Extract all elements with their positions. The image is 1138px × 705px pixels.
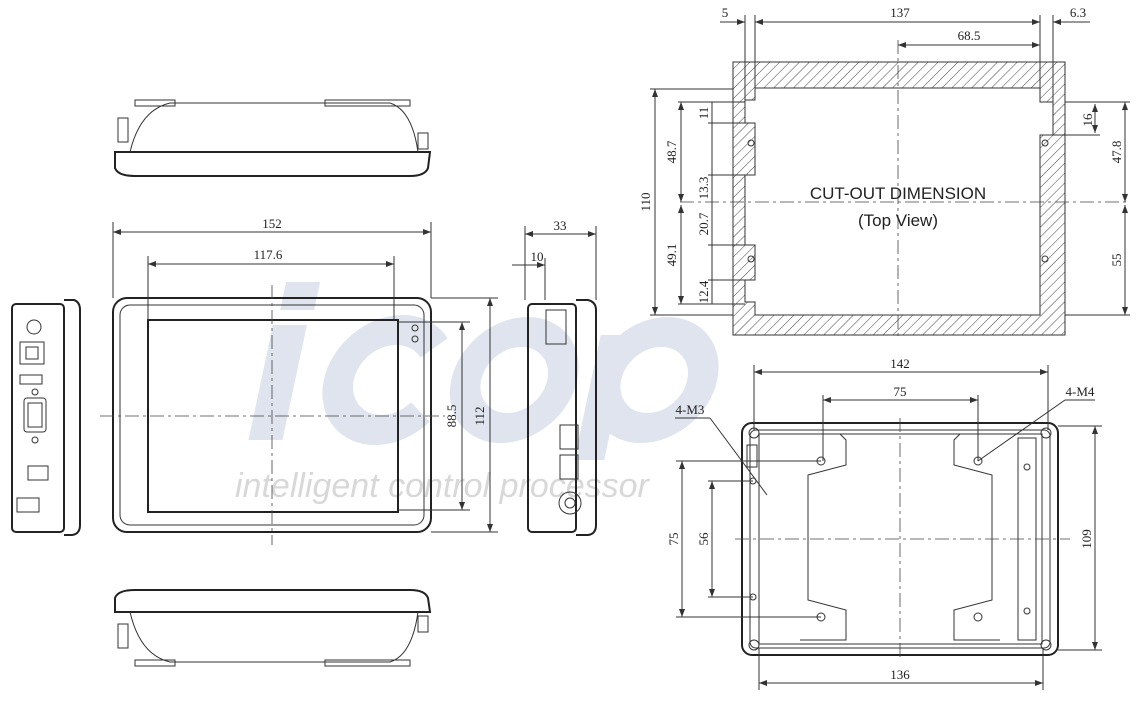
bezel-dim: 10 [531,249,544,264]
m3-spacing-dim: 75 [666,533,681,546]
top-side-view [114,99,432,177]
m4-label: 4-M4 [1066,384,1095,399]
back-bottom-width-dim: 136 [890,667,910,682]
notch-gap-upper-dim: 13.3 [696,177,711,200]
right-notch-dim: 16 [1080,113,1095,127]
front-view: 152 117.6 88.5 112 [100,216,498,545]
cutout-width-dim: 137 [890,5,910,20]
cutout-left-offset-dim: 5 [722,5,729,20]
cutout-subtitle: (Top View) [858,211,938,230]
watermark-tagline: intelligent control processor [235,467,651,505]
right-upper-dim: 47.8 [1109,141,1124,164]
screen-width-dim: 117.6 [254,247,283,262]
notch-gap-lower-dim: 20.7 [696,212,711,235]
right-side-view: 33 10 [512,218,597,536]
front-height-dim: 112 [472,406,487,425]
left-side-view [11,299,81,536]
cutout-upper-dim: 48.7 [664,140,679,163]
back-height-dim: 109 [1079,529,1094,549]
back-view: 142 75 4-M3 4-M4 75 56 109 136 [666,356,1102,690]
watermark: intelligent control processor [235,282,719,505]
bottom-side-view [114,589,432,667]
screen-height-dim: 88.5 [444,405,459,428]
cutout-half-width-dim: 68.5 [958,28,981,43]
inner-spacing-dim: 56 [696,532,711,546]
cutout-diagram: CUT-OUT DIMENSION (Top View) 5 137 6.3 6… [638,5,1130,340]
cutout-lower-dim: 49.1 [664,244,679,267]
notch-bottom-dim: 12.4 [696,280,711,303]
back-width-dim: 142 [890,356,910,371]
front-width-dim: 152 [262,216,282,231]
m3-label: 4-M3 [676,402,705,417]
cutout-title: CUT-OUT DIMENSION [810,184,986,203]
right-lower-dim: 55 [1109,254,1124,267]
notch-top-dim: 11 [696,107,711,120]
depth-dim: 33 [554,218,567,233]
cutout-right-offset-dim: 6.3 [1070,5,1086,20]
cutout-height-dim: 110 [638,192,653,211]
watermark-logo [248,282,719,460]
m4-spacing-dim: 75 [894,384,907,399]
